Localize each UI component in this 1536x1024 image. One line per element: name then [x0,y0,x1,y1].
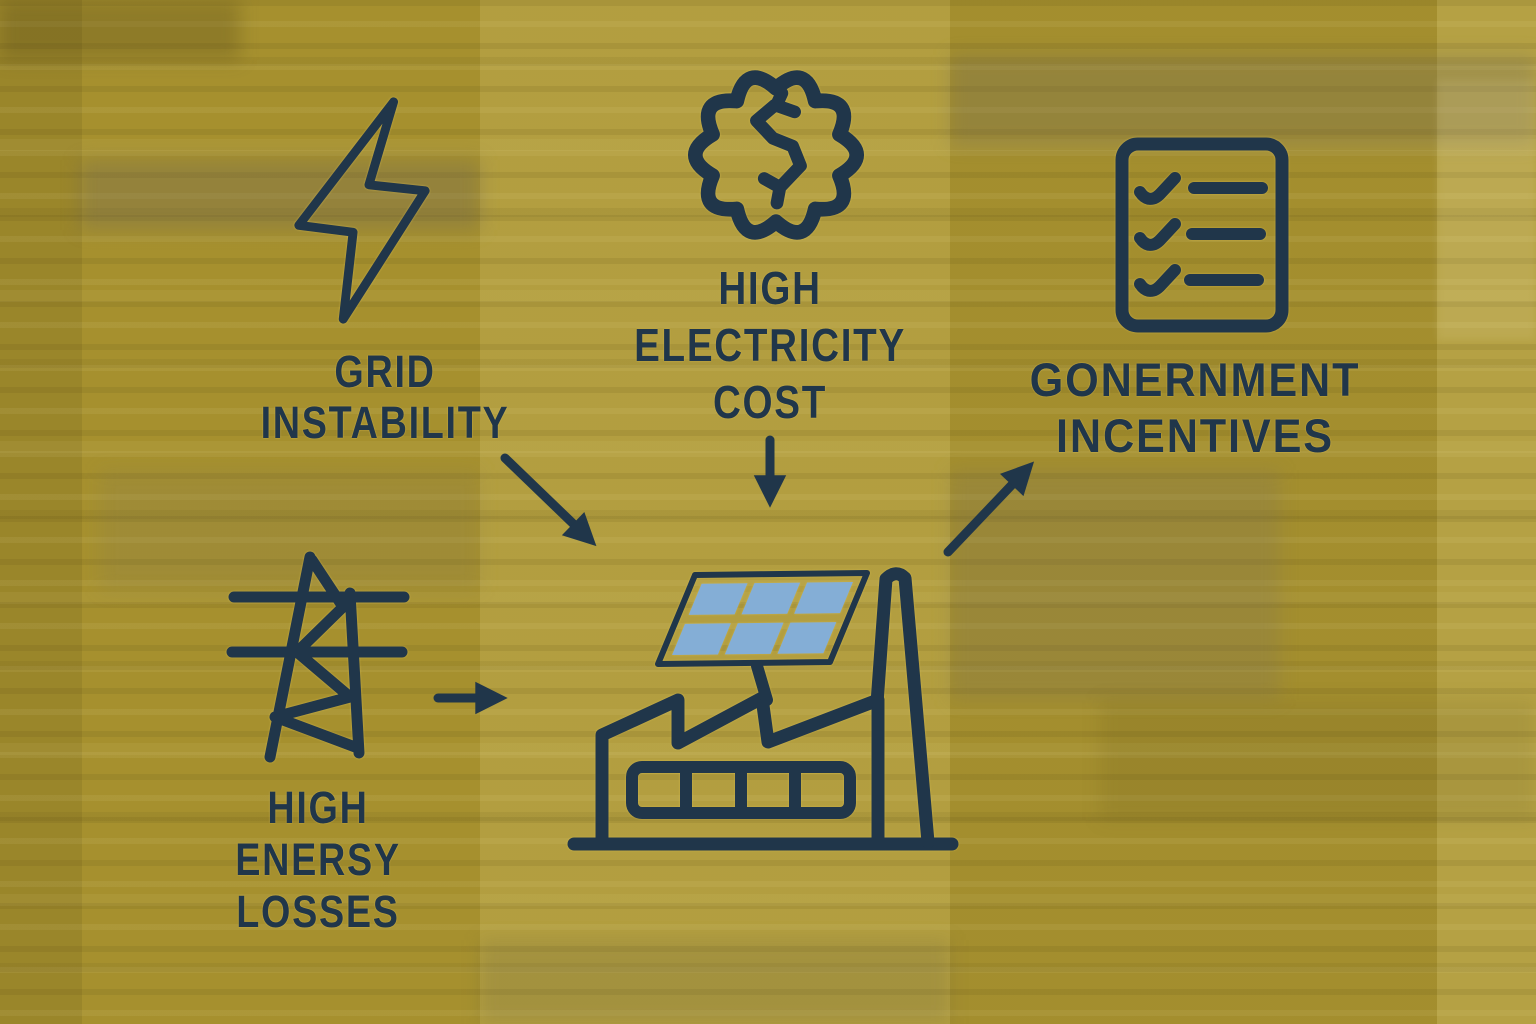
factory-window-dividers [680,761,801,819]
label-line: COST [712,376,828,428]
tower-lattice [226,551,410,763]
background-smudge [480,940,950,1024]
background-smudge [950,55,1536,145]
solar-panel-cells [672,582,853,655]
label-line: GONERNMENT [1029,353,1361,406]
lightning-bolt-shape [294,97,430,324]
factory-roofline [595,691,885,849]
solar-panel-pole [751,660,773,706]
government-incentives-label: GONERNMENT INCENTIVES [995,352,1395,464]
label-line: HIGH [267,782,369,833]
lightning-bolt-icon [294,97,430,324]
factory-chimney [870,567,935,849]
label-line: ELECTRICITY [634,319,906,371]
label-line: HIGH [718,262,822,314]
solar-panel-frame [655,570,870,667]
background-smudge [0,0,240,60]
check-items [1134,172,1268,297]
arrow-grid-to-factory [500,453,597,547]
transmission-tower-icon [226,551,410,763]
label-line: ENERSY [235,834,401,885]
dollar-gear-icon [688,70,864,240]
label-line: GRID [334,346,436,397]
gear-badge-outline [688,70,864,240]
high-electricity-cost-label: HIGH ELECTRICITY COST [570,260,970,431]
grid-instability-label: GRID INSTABILITY [185,346,585,448]
high-energy-losses-label: HIGH ENERSY LOSSES [118,782,518,938]
dollar-sign-glyph [750,86,807,210]
label-line: LOSSES [236,886,400,937]
label-line: INSTABILITY [260,397,510,448]
checklist-icon [1115,137,1289,333]
solar-factory-icon [567,567,959,851]
label-line: INCENTIVES [1056,409,1334,462]
document-outline [1115,137,1289,333]
arrow-factory-to-incentives [943,461,1035,557]
background-smudge [1437,80,1536,340]
background-smudge [1100,700,1536,820]
